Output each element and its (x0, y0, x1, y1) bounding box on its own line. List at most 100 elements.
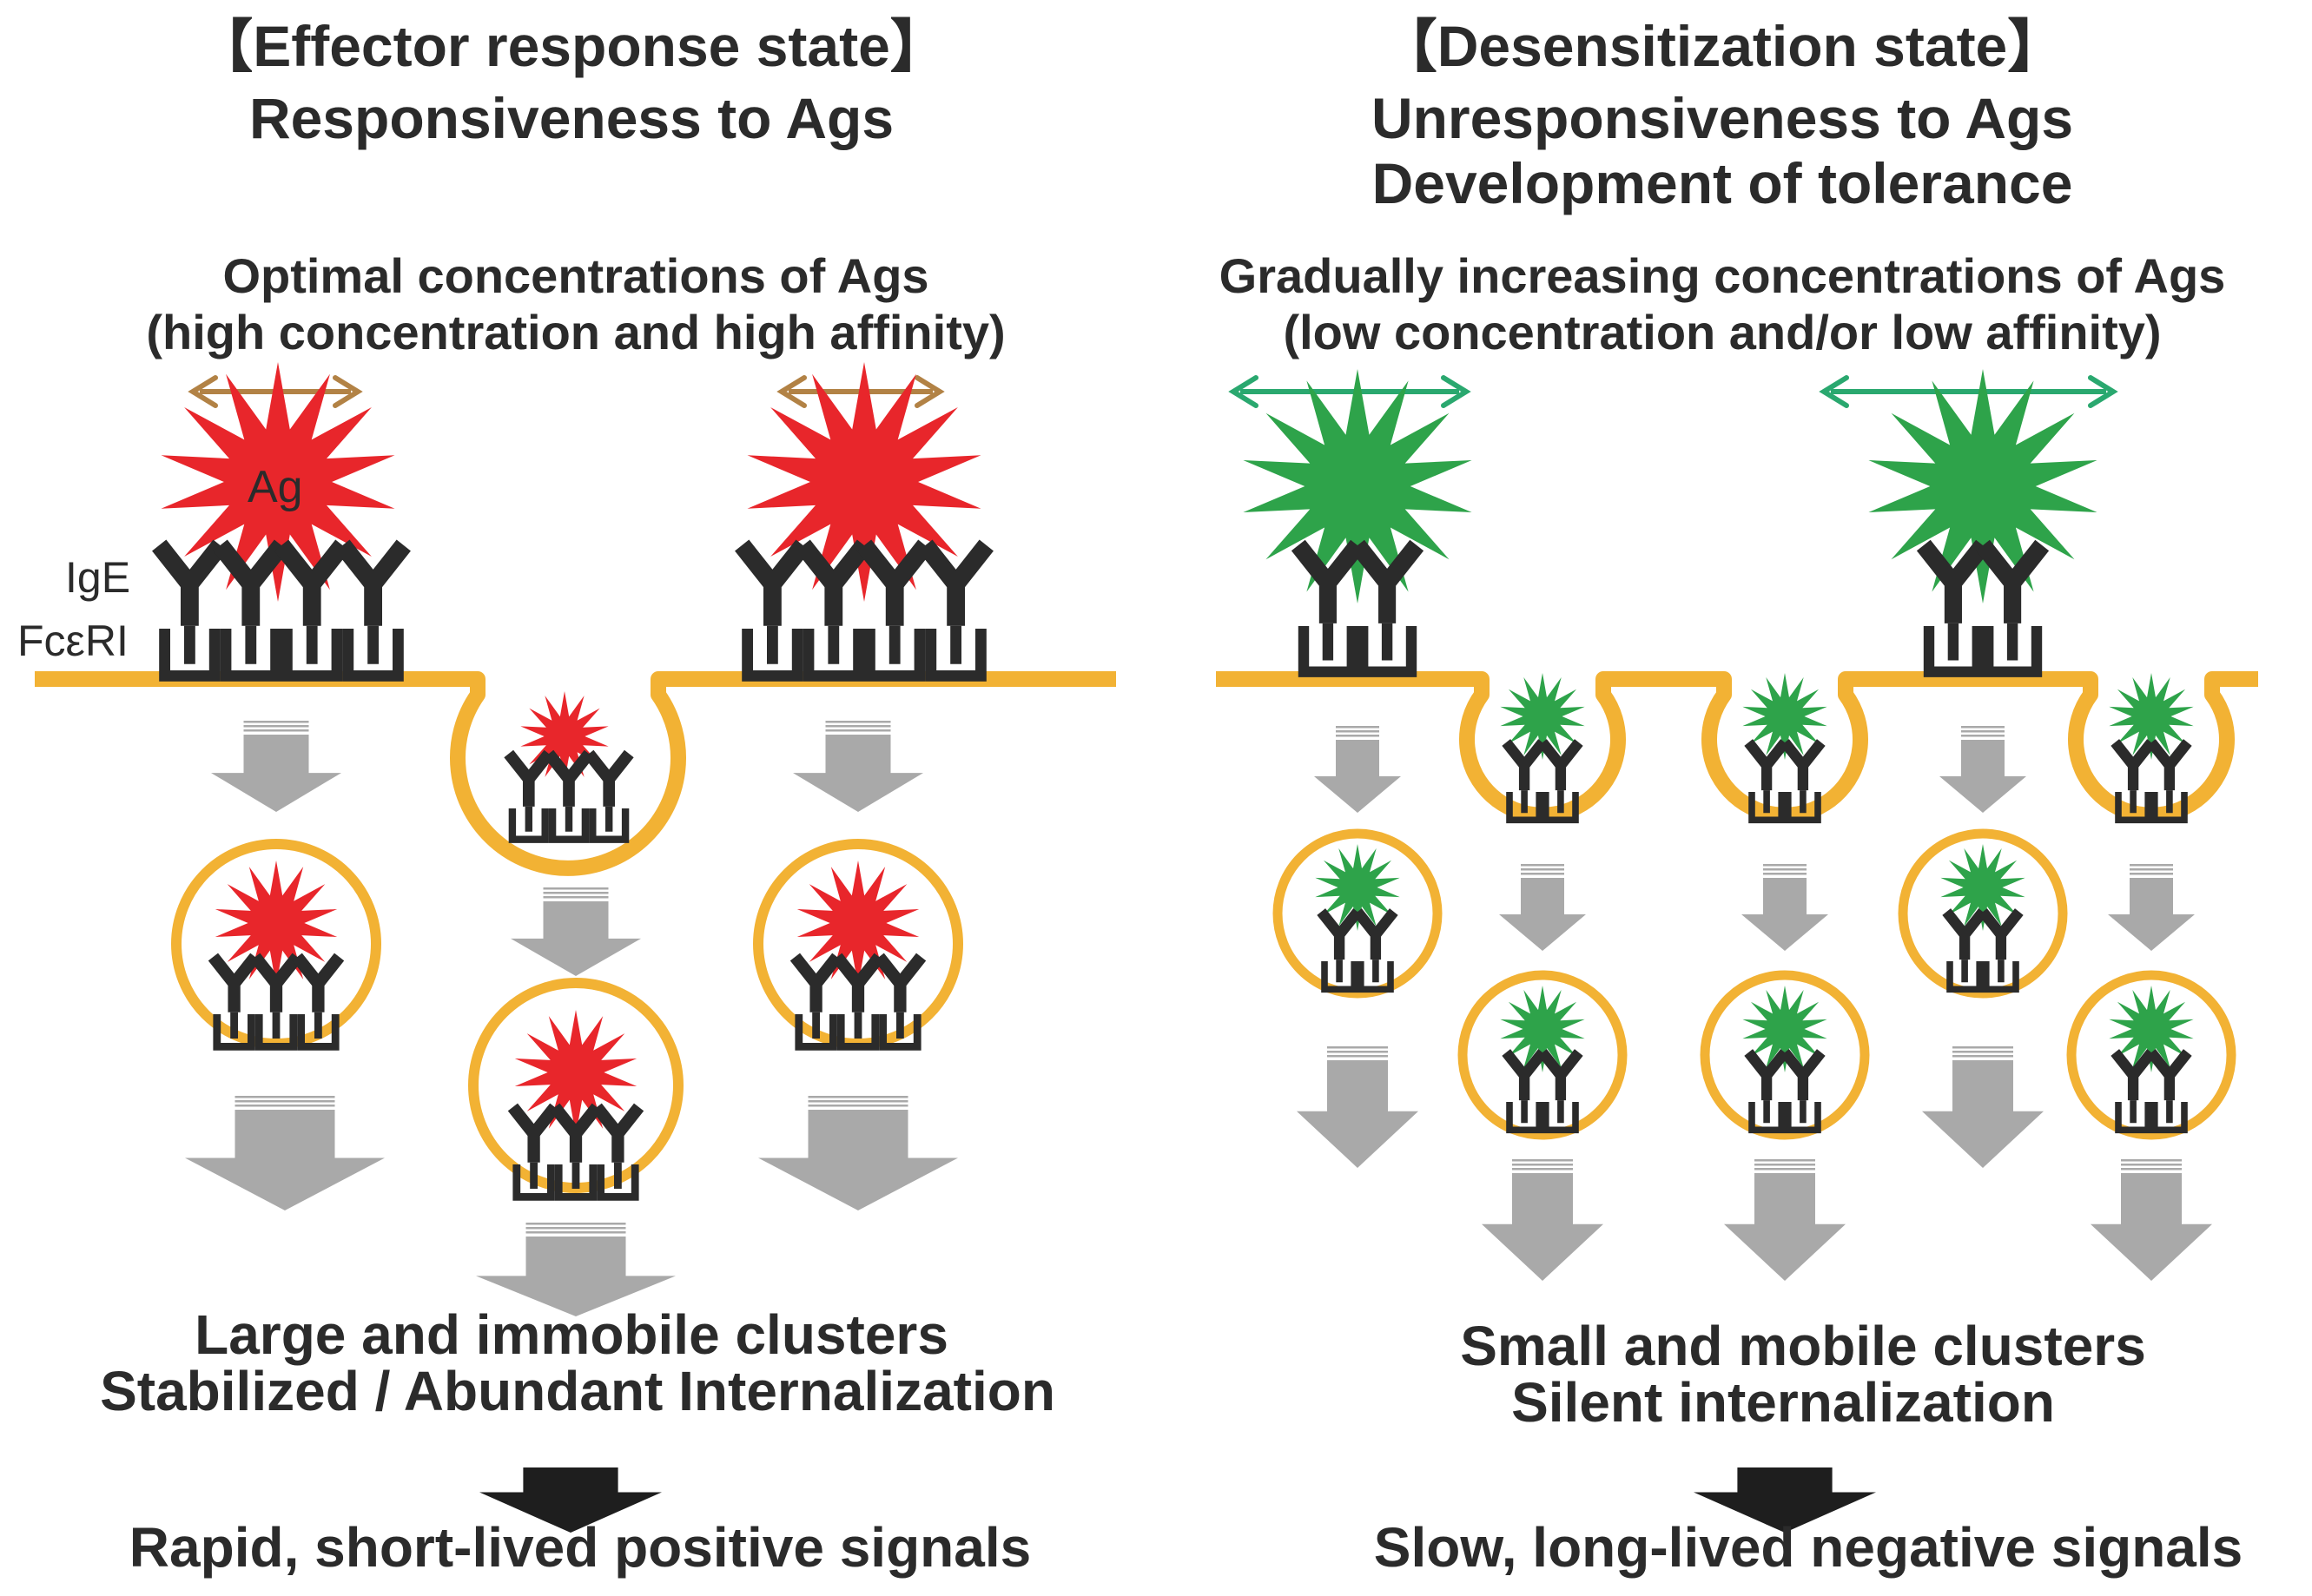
antigen-starburst (796, 861, 920, 986)
right-cluster-line2: Silent internalization (1511, 1371, 2055, 1434)
right-state-subtitle-line1: Unresponsiveness to Ags (1371, 86, 2074, 150)
fceri-receptor (1357, 623, 1417, 677)
fceri-receptor (1785, 790, 1821, 824)
ige-antibody (1744, 1049, 1789, 1101)
fceri-receptor (2151, 790, 2188, 824)
fceri-receptor (597, 1162, 639, 1201)
antigen-starburst (161, 362, 395, 602)
flow-arrow (211, 721, 341, 812)
ige-antibody (2111, 739, 2156, 791)
outcome-arrow (1694, 1467, 1876, 1533)
membrane-objects (152, 362, 2236, 1533)
antigen-starburst (1940, 844, 2025, 931)
fceri-receptor (1542, 790, 1579, 824)
ige-antibody (550, 1103, 602, 1163)
left-condition-line1: Optimal concentrations of Ags (222, 248, 929, 303)
fceri-receptor (1542, 1100, 1579, 1134)
flow-arrow (1314, 726, 1401, 813)
ige-antibody (1502, 739, 1547, 791)
flow-arrow (511, 887, 641, 976)
ige-antibody (292, 953, 345, 1012)
fceri-receptor (925, 625, 987, 682)
fceri-receptor (548, 806, 590, 843)
fceri-receptor (554, 1162, 598, 1201)
ige-antibody (735, 539, 810, 626)
ige-antibody (1353, 908, 1398, 960)
ige-antibody (1942, 908, 1987, 960)
concentration-range-arrow (1819, 375, 2118, 408)
left-state-title: 【Effector response state】 (195, 14, 948, 78)
flow-arrow (758, 1096, 958, 1210)
fceri-receptor (1983, 960, 2019, 993)
fceri-receptor (1298, 623, 1357, 677)
flow-arrow (476, 1223, 676, 1316)
fceri-receptor (159, 625, 221, 682)
flow-arrow (1482, 1159, 1603, 1281)
antigen-starburst (747, 362, 981, 602)
fceri-receptor (213, 1012, 255, 1051)
receptor-label: FcεRI (17, 617, 129, 665)
left-cluster-line1: Large and immobile clusters (195, 1303, 948, 1366)
ige-antibody (591, 1103, 644, 1163)
right-outcome: Slow, long-lived negative signals (1373, 1516, 2243, 1579)
left-cluster-line2: Stabilized / Abundant Internalization (100, 1360, 1055, 1422)
fceri-receptor (281, 625, 343, 682)
antigen-label: Ag (248, 462, 303, 512)
ige-antibody (832, 953, 884, 1012)
right-state-title: 【Desensitization state】 (1379, 14, 2065, 78)
fceri-receptor (1506, 790, 1542, 824)
ige-antibody (856, 539, 933, 626)
ige-antibody (1744, 739, 1789, 791)
fceri-receptor (1946, 960, 1983, 993)
fceri-receptor (2151, 1100, 2188, 1134)
ige-antibody (584, 749, 634, 807)
ige-antibody (1538, 739, 1583, 791)
fceri-receptor (2115, 1100, 2151, 1134)
antigen-starburst (1742, 986, 1827, 1072)
ige-antibody (1780, 739, 1826, 791)
ige-antibody (1351, 539, 1424, 623)
fceri-receptor (512, 1162, 555, 1201)
fceri-receptor (1357, 960, 1394, 993)
fceri-receptor (1785, 1100, 1821, 1134)
ige-antibody (1978, 908, 2024, 960)
ige-antibody (507, 1103, 560, 1163)
antigen-starburst (1500, 986, 1585, 1072)
ige-antibody (544, 749, 594, 807)
fceri-receptor (1748, 1100, 1785, 1134)
flow-arrow (793, 721, 923, 812)
ige-antibody (1317, 908, 1362, 960)
fceri-receptor (220, 625, 281, 682)
ige-antibody (2147, 739, 2192, 791)
fceri-receptor (342, 625, 404, 682)
fceri-receptor (742, 625, 803, 682)
ige-antibody (250, 953, 302, 1012)
fceri-receptor (1983, 623, 2043, 677)
flow-arrow (1499, 864, 1586, 951)
flow-arrow (1724, 1159, 1846, 1281)
flow-arrow (185, 1096, 385, 1210)
antigen-starburst (1742, 673, 1827, 760)
flow-arrow (2091, 1159, 2212, 1281)
ige-antibody (874, 953, 927, 1012)
ige-antibody (152, 539, 228, 626)
flow-arrow (2108, 864, 2195, 951)
fceri-receptor (589, 806, 630, 843)
antigen-starburst (520, 691, 609, 782)
fceri-receptor (1923, 623, 1983, 677)
ige-label: IgE (65, 553, 131, 602)
ige-antibody (796, 539, 872, 626)
left-state-subtitle: Responsiveness to Ags (248, 86, 895, 150)
ige-antibody (1976, 539, 2050, 623)
cell-membrane (35, 671, 2258, 876)
fceri-receptor (254, 1012, 298, 1051)
flow-arrow (1297, 1046, 1418, 1168)
right-condition-line1: Gradually increasing concentrations of A… (1219, 248, 2226, 303)
ige-antibody (274, 539, 350, 626)
left-membrane (35, 671, 1116, 876)
right-condition-line2: (low concentration and/or low affinity) (1283, 305, 2162, 359)
antigen-starburst (2109, 986, 2194, 1072)
right-cluster-line1: Small and mobile clusters (1460, 1315, 2146, 1377)
